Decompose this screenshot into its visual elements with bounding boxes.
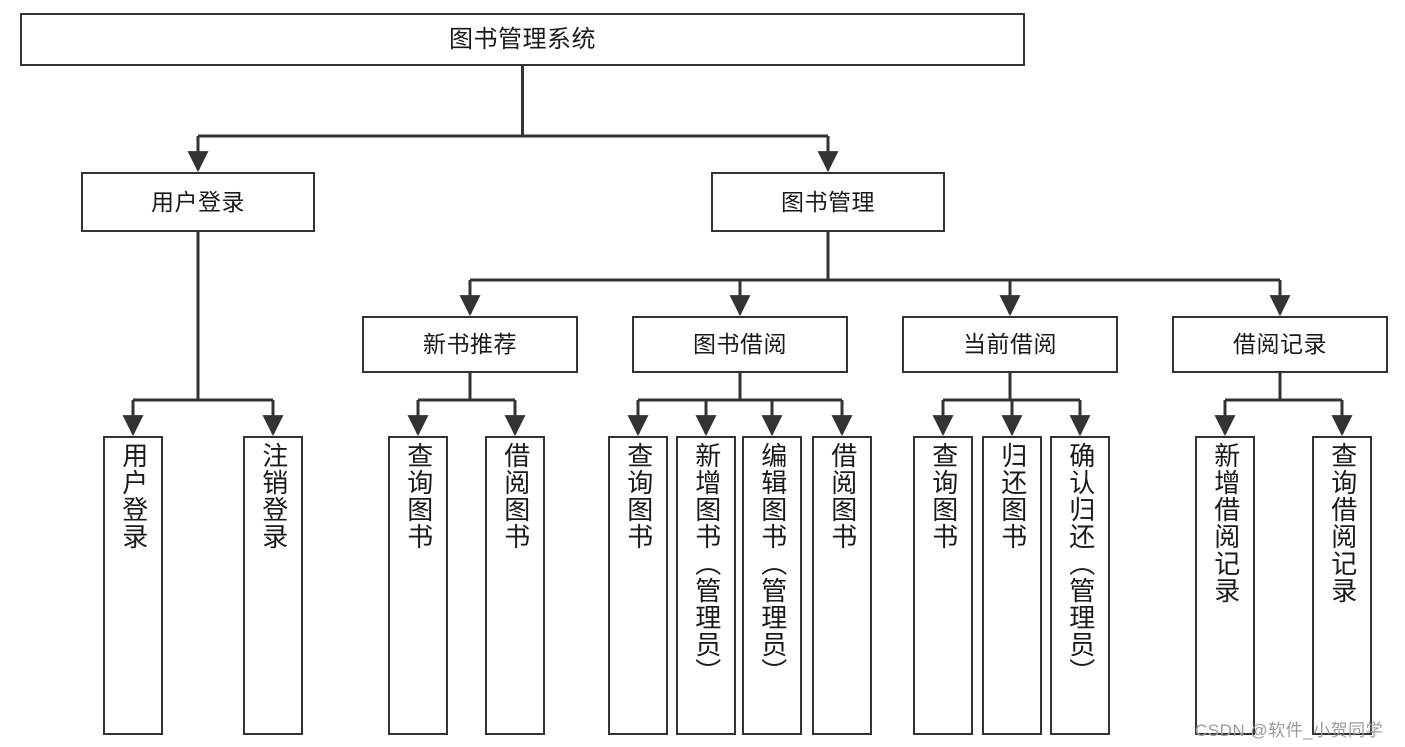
node-record-query[interactable]: 查询借阅记录 [1312,436,1372,735]
node-record-add[interactable]: 新增借阅记录 [1195,436,1255,735]
node-label-user-login: 用户登录 [151,188,245,215]
node-recommend-borrow-book[interactable]: 借阅图书 [485,436,545,735]
watermark-text: CSDN @软件_小贺同学 [1195,721,1384,740]
node-label-user-logout: 注销登录 [258,442,289,550]
node-current-confirm-return[interactable]: 确认归还（管理员） [1050,436,1110,735]
node-borrow-add-book[interactable]: 新增图书（管理员） [676,436,736,735]
node-borrow-record[interactable]: 借阅记录 [1172,316,1388,373]
node-new-book-recommend[interactable]: 新书推荐 [362,316,578,373]
node-label-borrow-edit-book: 编辑图书（管理员） [757,442,788,685]
node-label-recommend-borrow-book: 借阅图书 [500,442,531,550]
node-borrow-query-book[interactable]: 查询图书 [608,436,668,735]
node-current-return-book[interactable]: 归还图书 [982,436,1042,735]
node-borrow-edit-book[interactable]: 编辑图书（管理员） [742,436,802,735]
node-label-current-borrow: 当前借阅 [963,331,1057,357]
node-label-root: 图书管理系统 [449,25,596,53]
node-user-login-do[interactable]: 用户登录 [103,436,163,735]
node-current-borrow[interactable]: 当前借阅 [902,316,1118,373]
node-recommend-query-book[interactable]: 查询图书 [388,436,448,735]
node-current-query-book[interactable]: 查询图书 [913,436,973,735]
node-label-borrow-borrow-book: 借阅图书 [827,442,858,550]
node-label-record-add: 新增借阅记录 [1210,442,1241,604]
node-label-current-confirm-return: 确认归还（管理员） [1065,442,1096,685]
node-label-book-borrow: 图书借阅 [693,331,787,357]
node-root[interactable]: 图书管理系统 [20,13,1025,66]
node-label-user-login-do: 用户登录 [118,442,149,550]
node-label-book-manage: 图书管理 [781,188,875,215]
node-label-borrow-record: 借阅记录 [1233,331,1327,357]
node-label-record-query: 查询借阅记录 [1327,442,1358,604]
node-book-borrow[interactable]: 图书借阅 [632,316,848,373]
node-label-borrow-query-book: 查询图书 [623,442,654,550]
node-user-login[interactable]: 用户登录 [81,172,315,232]
node-label-current-query-book: 查询图书 [928,442,959,550]
node-user-logout[interactable]: 注销登录 [243,436,303,735]
node-borrow-borrow-book[interactable]: 借阅图书 [812,436,872,735]
node-book-manage[interactable]: 图书管理 [711,172,945,232]
node-label-recommend-query-book: 查询图书 [403,442,434,550]
node-label-current-return-book: 归还图书 [997,442,1028,550]
node-label-new-book-recommend: 新书推荐 [423,331,517,357]
node-label-borrow-add-book: 新增图书（管理员） [691,442,722,685]
